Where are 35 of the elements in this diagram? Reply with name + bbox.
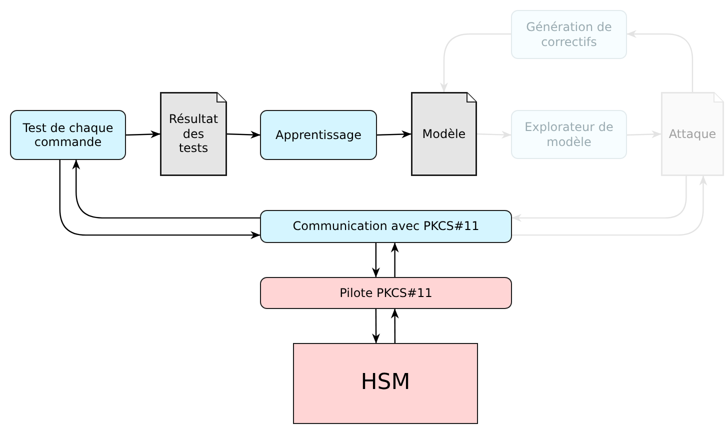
- node-label: HSM: [360, 370, 412, 397]
- arrow: [126, 130, 160, 138]
- node-label: Communication avec PKCS#11: [292, 219, 480, 234]
- arrow: [72, 160, 260, 219]
- process-box: [511, 10, 627, 59]
- node-label: Test de chaque commande: [22, 120, 114, 150]
- device-box: [293, 343, 478, 424]
- arrow: [59, 160, 260, 240]
- process-box: [511, 110, 627, 159]
- arrow: [226, 130, 260, 139]
- arrow: [626, 30, 694, 92]
- process-box: [260, 110, 377, 160]
- process-box: [260, 210, 512, 243]
- arrow: [512, 176, 687, 222]
- node-label: Apprentissage: [274, 128, 362, 142]
- arrow: [376, 130, 412, 138]
- document-shape: [661, 92, 724, 176]
- arrow: [440, 33, 511, 92]
- process-box: [10, 110, 126, 160]
- document-shape: [411, 92, 477, 176]
- process-box: [260, 277, 512, 309]
- node-label: Pilote PKCS#11: [338, 286, 434, 300]
- arrow: [390, 308, 399, 343]
- node-label: Attaque: [668, 126, 718, 142]
- arrow: [476, 130, 512, 139]
- arrow: [512, 176, 708, 236]
- node-label: Modèle: [421, 126, 467, 142]
- node-label: Génération de correctifs: [525, 20, 613, 49]
- arrow: [372, 309, 380, 344]
- arrow: [626, 130, 662, 138]
- document-shape: [160, 92, 227, 176]
- node-label: Explorateur de modèle: [524, 120, 614, 149]
- arrow: [390, 242, 399, 277]
- node-label: Résultat des tests: [168, 112, 220, 156]
- arrow: [372, 243, 380, 278]
